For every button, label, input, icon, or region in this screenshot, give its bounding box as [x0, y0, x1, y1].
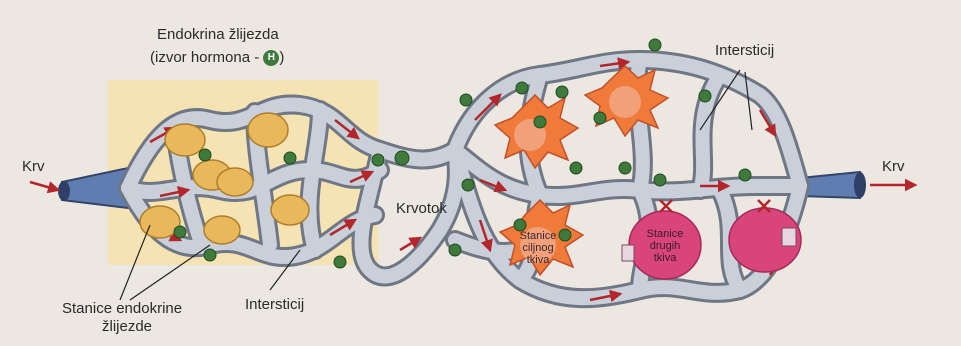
blood-in-arrow — [30, 182, 58, 190]
interstitium-top-label: Intersticij — [715, 42, 774, 60]
blood-right-label: Krv — [882, 158, 905, 176]
gland-title-suffix: ) — [279, 49, 284, 66]
target-cells-label: Stanice ciljnog tkiva — [516, 230, 560, 266]
hormone-icon: H — [263, 50, 279, 66]
target-cells-label-line2: ciljnog — [516, 242, 560, 254]
gland-title-prefix: (izvor hormona - — [150, 49, 263, 66]
interstitium-bottom-label: Intersticij — [245, 296, 304, 314]
other-cells-label-line2: drugih — [642, 240, 688, 252]
target-cells-label-line3: tkiva — [516, 254, 560, 266]
gland-cells-label: Stanice endokrine žlijezde — [62, 300, 182, 336]
inlet-vessel — [58, 168, 128, 208]
gland-title-line2: (izvor hormona - H) — [150, 49, 284, 67]
gland-cells-label-line2: žlijezde — [62, 318, 182, 336]
other-cells-label: Stanice drugih tkiva — [642, 228, 688, 264]
target-cells-label-line1: Stanice — [516, 230, 560, 242]
bloodstream-label: Krvotok — [396, 200, 447, 218]
other-cells-label-line1: Stanice — [642, 228, 688, 240]
other-cells-label-line3: tkiva — [642, 252, 688, 264]
gland-cells-label-line1: Stanice endokrine — [62, 300, 182, 318]
gland-title-line1: Endokrina žlijezda — [157, 26, 279, 44]
blood-left-label: Krv — [22, 158, 45, 176]
